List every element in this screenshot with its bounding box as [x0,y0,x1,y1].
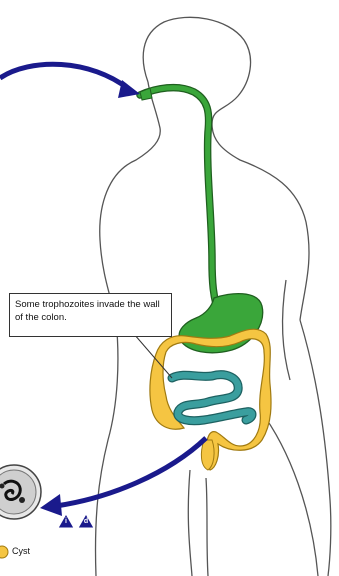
stage-badge-d: d [77,514,95,530]
stage-badge-d-label: d [77,518,95,525]
esophagus-fill [140,88,216,304]
ingestion-arrow [0,64,140,98]
cyst-label: Cyst [12,546,30,556]
cyst-cell [0,465,41,519]
rectum [201,440,214,470]
excretion-arrow [40,438,206,516]
small-intestine [172,375,252,421]
cyst-legend-label: Cyst [12,546,30,556]
trophozoite-callout: Some trophozoites invade the wall of the… [9,293,172,337]
stage-badge-i: i [57,514,75,530]
mouth [140,88,152,100]
stage-badge-i-label: i [57,518,75,525]
cyst-legend-swatch [0,546,8,558]
small-intestine-fill [172,375,252,421]
esophagus [140,88,216,304]
callout-text: Some trophozoites invade the wall of the… [15,299,160,323]
